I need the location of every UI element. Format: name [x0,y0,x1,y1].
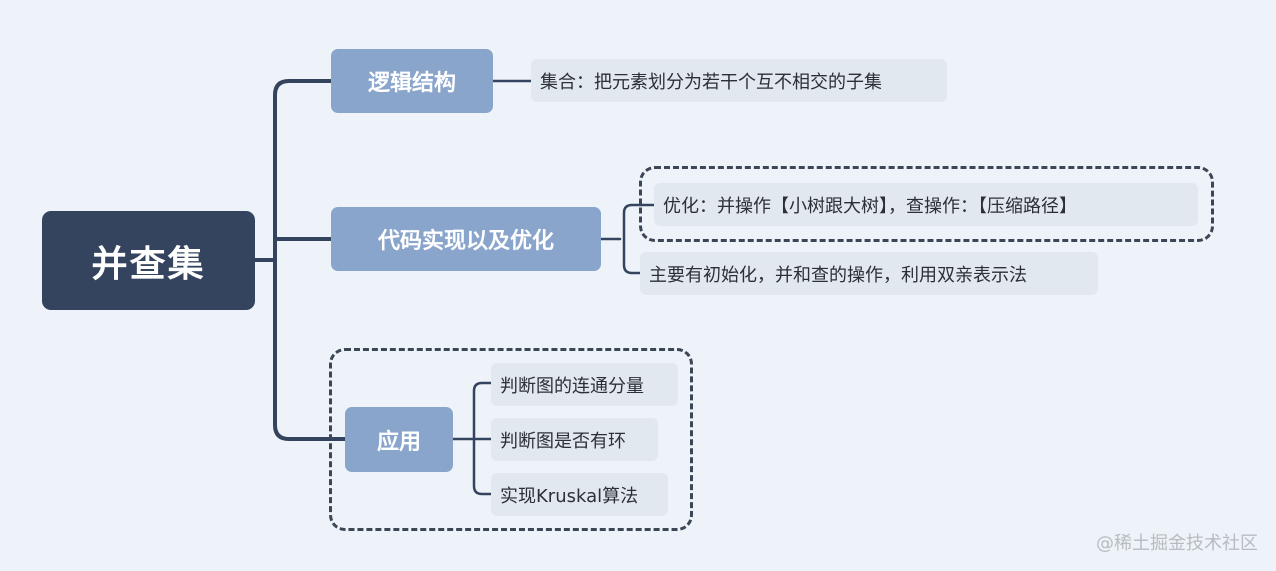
watermark: @稀土掘金技术社区 [1096,533,1258,554]
leaf-operations[interactable]: 主要有初始化，并和查的操作，利用双亲表示法 [640,252,1098,295]
leaf-connected-components[interactable]: 判断图的连通分量 [491,363,678,406]
connector-application-leaves [451,381,493,496]
root-node[interactable]: 并查集 [42,211,255,310]
leaf-cycle-detection[interactable]: 判断图是否有环 [491,418,658,461]
leaf-set-definition[interactable]: 集合：把元素划分为若干个互不相交的子集 [531,59,947,102]
leaf-kruskal[interactable]: 实现Kruskal算法 [491,473,668,516]
connector-implementation-leaves [599,203,656,275]
branch-application[interactable]: 应用 [345,407,453,472]
branch-logical-structure[interactable]: 逻辑结构 [331,49,493,113]
branch-implementation[interactable]: 代码实现以及优化 [331,207,601,271]
application-group-frame [329,348,693,531]
optimization-group-frame [639,166,1214,242]
leaf-optimization[interactable]: 优化：并操作【小树跟大树】，查操作：【压缩路径】 [654,183,1198,226]
connector-trunk [273,79,347,441]
